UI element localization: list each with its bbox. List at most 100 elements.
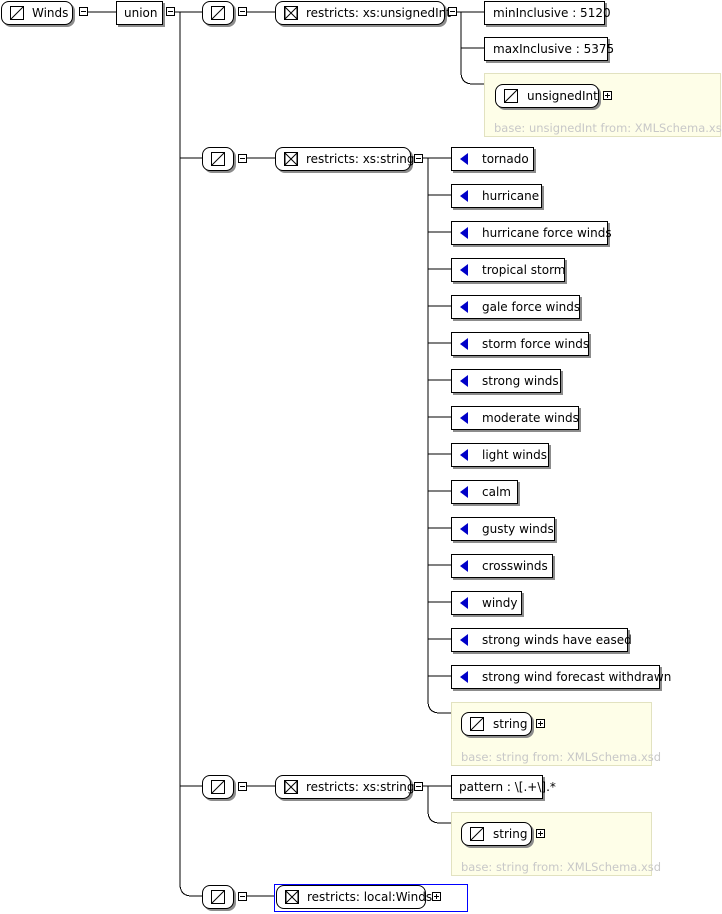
expand-toggle-icon[interactable] <box>536 719 545 728</box>
enumeration-arrow-icon <box>460 560 468 572</box>
enumeration-arrow-icon <box>460 153 468 165</box>
enumeration-label: tropical storm <box>482 263 566 277</box>
enumeration-item[interactable]: tropical storm <box>451 258 565 282</box>
selection-frame <box>274 884 468 912</box>
collapse-toggle-icon[interactable] <box>166 7 175 16</box>
enumeration-label: storm force winds <box>482 337 590 351</box>
restriction-label: restricts: local:Winds <box>307 890 433 904</box>
base-type-string[interactable]: string <box>461 822 532 846</box>
member-type-1[interactable] <box>202 1 234 25</box>
enumeration-item[interactable]: gale force winds <box>451 295 580 319</box>
enumeration-arrow-icon <box>460 412 468 424</box>
enumeration-item[interactable]: calm <box>451 480 518 504</box>
union-node[interactable]: union <box>116 1 163 25</box>
base-type-panel: string base: string from: XMLSchema.xsd <box>451 812 661 876</box>
enumeration-label: hurricane <box>482 189 540 203</box>
simple-type-icon <box>470 827 484 841</box>
enumeration-arrow-icon <box>460 190 468 202</box>
collapse-toggle-icon[interactable] <box>238 892 247 901</box>
enumeration-label: calm <box>482 485 511 499</box>
facet-label: maxInclusive : 5375 <box>493 42 615 56</box>
enumeration-arrow-icon <box>460 301 468 313</box>
enumeration-label: gale force winds <box>482 300 581 314</box>
enumeration-label: hurricane force winds <box>482 226 612 240</box>
facet-label: pattern : \[.+\].* <box>459 780 556 794</box>
simple-type-icon <box>504 89 518 103</box>
enumeration-arrow-icon <box>460 264 468 276</box>
enumeration-arrow-icon <box>460 449 468 461</box>
restriction-label: restricts: xs:string <box>306 152 415 166</box>
enumeration-arrow-icon <box>460 338 468 350</box>
enumeration-label: strong winds <box>482 374 559 388</box>
facet-pattern[interactable]: pattern : \[.+\].* <box>451 775 556 799</box>
base-note: base: string from: XMLSchema.xsd <box>461 860 662 874</box>
enumeration-item[interactable]: hurricane <box>451 184 542 208</box>
enumeration-arrow-icon <box>460 486 468 498</box>
facet-min-inclusive[interactable]: minInclusive : 5120 <box>484 1 611 25</box>
simple-type-icon <box>211 152 225 166</box>
collapse-toggle-icon[interactable] <box>448 7 457 16</box>
simple-type-icon <box>211 6 225 20</box>
enumeration-item[interactable]: strong wind forecast withdrawn <box>451 665 671 689</box>
restriction-label: restricts: xs:string <box>306 780 415 794</box>
base-type-string[interactable]: string <box>461 712 532 736</box>
enumeration-arrow-icon <box>460 634 468 646</box>
enumeration-item[interactable]: light winds <box>451 443 549 467</box>
root-label: Winds <box>32 6 69 20</box>
member-type-3[interactable] <box>202 775 234 799</box>
collapse-toggle-icon[interactable] <box>79 7 88 16</box>
collapse-toggle-icon[interactable] <box>414 154 423 163</box>
enumeration-arrow-icon <box>460 671 468 683</box>
expand-toggle-icon[interactable] <box>536 829 545 838</box>
collapse-toggle-icon[interactable] <box>238 154 247 163</box>
enumeration-label: tornado <box>482 152 529 166</box>
collapse-toggle-icon[interactable] <box>414 782 423 791</box>
base-type-unsignedint[interactable]: unsignedInt <box>495 84 599 108</box>
expand-toggle-icon[interactable] <box>603 91 612 100</box>
restriction-unsignedint[interactable]: restricts: xs:unsignedInt <box>275 1 451 25</box>
base-note: base: string from: XMLSchema.xsd <box>461 750 662 764</box>
enumeration-label: strong wind forecast withdrawn <box>482 670 672 684</box>
enumeration-item[interactable]: strong winds <box>451 369 561 393</box>
enumeration-item[interactable]: tornado <box>451 147 534 171</box>
simple-type-icon <box>10 6 24 20</box>
simple-type-icon <box>470 717 484 731</box>
enumeration-item[interactable]: hurricane force winds <box>451 221 612 245</box>
union-label: union <box>124 6 158 20</box>
restriction-label: restricts: xs:unsignedInt <box>306 6 451 20</box>
enumeration-arrow-icon <box>460 597 468 609</box>
enumeration-item[interactable]: windy <box>451 591 522 615</box>
enumeration-item[interactable]: moderate winds <box>451 406 579 430</box>
restriction-local-winds[interactable]: restricts: local:Winds <box>276 885 432 909</box>
simple-type-icon <box>211 780 225 794</box>
enumeration-item[interactable]: crosswinds <box>451 554 553 578</box>
base-note: base: unsignedInt from: XMLSchema.xsd <box>494 121 722 135</box>
restriction-icon <box>284 780 298 794</box>
simple-type-icon <box>211 890 225 904</box>
facet-max-inclusive[interactable]: maxInclusive : 5375 <box>484 37 614 61</box>
restriction-string-pattern[interactable]: restricts: xs:string <box>275 775 415 799</box>
restriction-string-enumerations[interactable]: restricts: xs:string <box>275 147 415 171</box>
member-type-4[interactable] <box>202 885 234 909</box>
restriction-icon <box>284 6 298 20</box>
collapse-toggle-icon[interactable] <box>238 7 247 16</box>
root-simple-type-winds[interactable]: Winds <box>1 1 73 25</box>
enumeration-label: gusty winds <box>482 522 554 536</box>
enumeration-item[interactable]: strong winds have eased <box>451 628 632 652</box>
base-type-panel: unsignedInt base: unsignedInt from: XMLS… <box>484 73 722 137</box>
base-type-label: unsignedInt <box>527 89 598 103</box>
enumeration-arrow-icon <box>460 375 468 387</box>
collapse-toggle-icon[interactable] <box>238 782 247 791</box>
enumeration-arrow-icon <box>460 523 468 535</box>
enumeration-item[interactable]: gusty winds <box>451 517 555 541</box>
enumeration-arrow-icon <box>460 227 468 239</box>
enumeration-item[interactable]: storm force winds <box>451 332 589 356</box>
member-type-2[interactable] <box>202 147 234 171</box>
base-type-label: string <box>493 827 528 841</box>
facet-label: minInclusive : 5120 <box>493 6 611 20</box>
expand-toggle-icon[interactable] <box>432 892 441 901</box>
enumeration-label: windy <box>482 596 518 610</box>
enumeration-label: light winds <box>482 448 548 462</box>
restriction-icon <box>284 152 298 166</box>
